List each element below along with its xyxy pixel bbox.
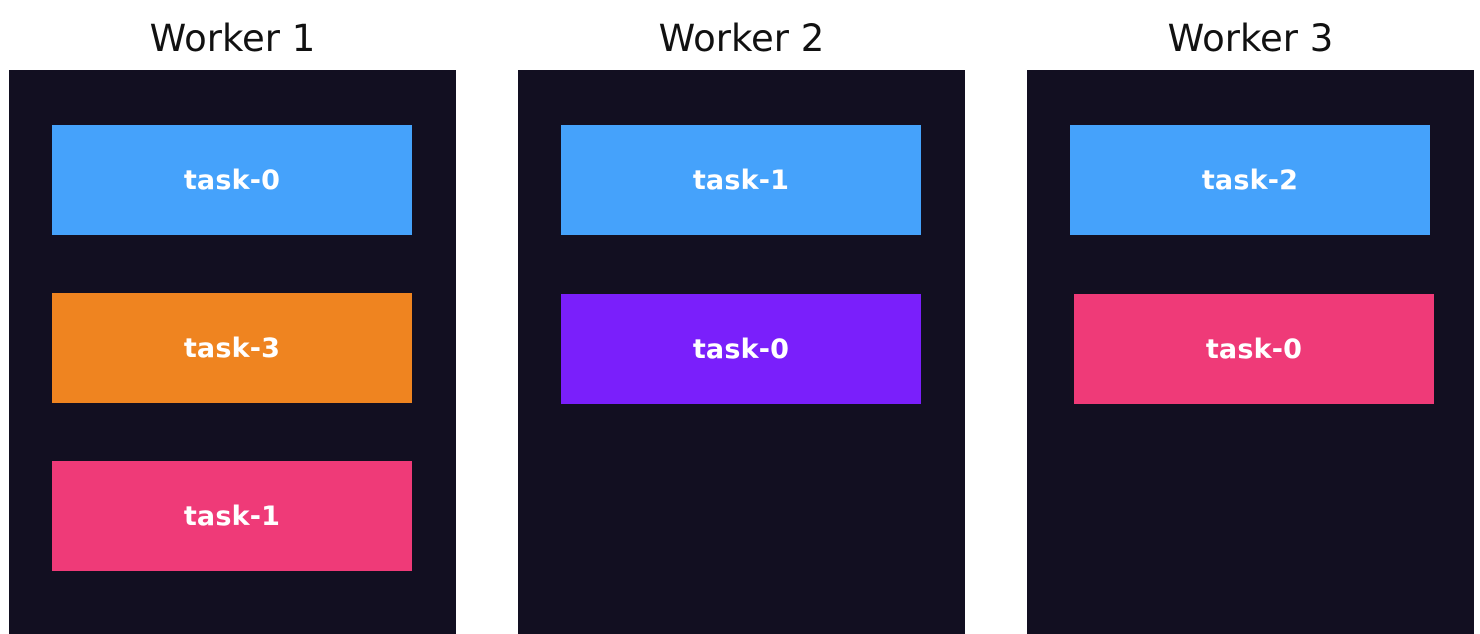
worker-panel: task-2 task-0 [1027,70,1474,634]
worker-column-3: Worker 3 task-2 task-0 [1027,0,1474,634]
worker-column-1: Worker 1 task-0 task-3 task-1 [9,0,456,634]
task-card: task-2 [1070,125,1430,235]
task-card: task-0 [561,294,921,404]
task-card: task-1 [561,125,921,235]
task-card: task-0 [1074,294,1434,404]
task-card: task-0 [52,125,412,235]
worker-panel: task-1 task-0 [518,70,965,634]
task-card: task-3 [52,293,412,403]
worker-title: Worker 1 [149,17,316,60]
worker-title: Worker 2 [658,17,825,60]
task-card: task-1 [52,461,412,571]
worker-title: Worker 3 [1167,17,1334,60]
worker-column-2: Worker 2 task-1 task-0 [518,0,965,634]
worker-panel: task-0 task-3 task-1 [9,70,456,634]
